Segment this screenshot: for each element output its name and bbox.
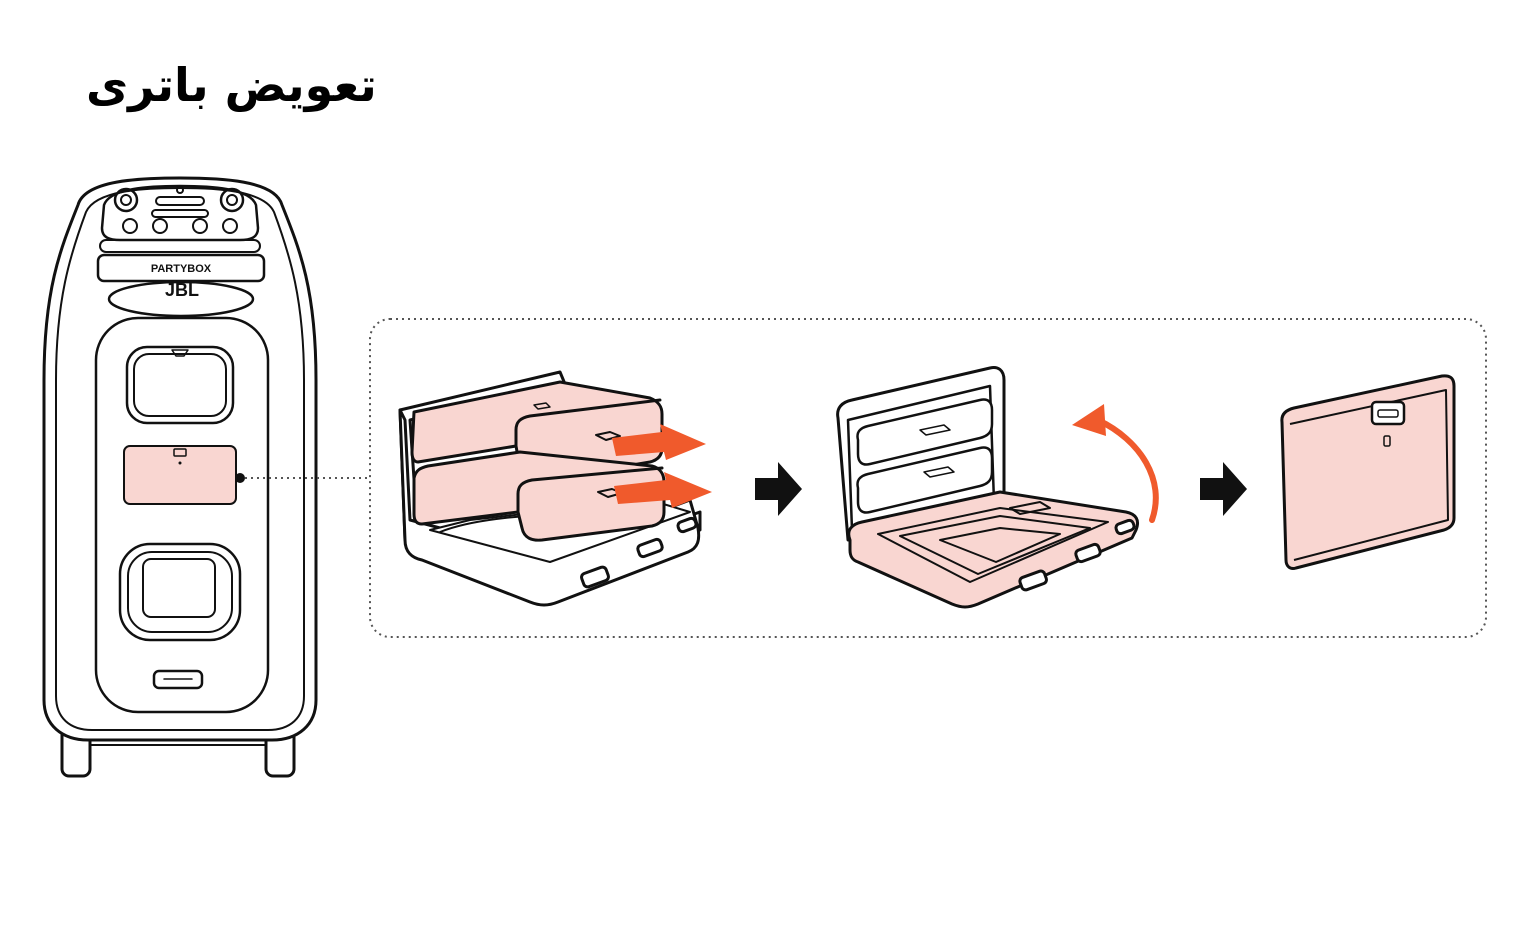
arrow-right-icon bbox=[1200, 462, 1247, 516]
button-4 bbox=[222, 218, 238, 234]
speaker-brand-label: PARTYBOX bbox=[151, 263, 212, 275]
knob-right bbox=[219, 187, 245, 213]
battery-compartment-highlight bbox=[123, 445, 237, 505]
push-arrows-icon bbox=[612, 424, 712, 508]
battery-cover-icon bbox=[1280, 374, 1456, 570]
button-3 bbox=[192, 218, 208, 234]
battery-insert-icon bbox=[398, 370, 702, 607]
callout-dot bbox=[235, 473, 245, 483]
speaker-logo: JBL bbox=[165, 280, 199, 300]
front-panel bbox=[94, 316, 270, 714]
knob-left bbox=[113, 187, 139, 213]
button-1 bbox=[122, 218, 138, 234]
speaker-upper bbox=[125, 345, 235, 425]
speaker-lower bbox=[118, 542, 242, 642]
lid-close-icon bbox=[836, 366, 1140, 609]
page-title: تعویض باتری bbox=[86, 58, 377, 112]
bottom-badge bbox=[152, 669, 204, 690]
speaker-illustration bbox=[42, 176, 318, 778]
rotate-arrow-icon bbox=[1072, 404, 1159, 523]
logo-oval bbox=[107, 280, 255, 318]
button-2 bbox=[152, 218, 168, 234]
arrow-right-icon bbox=[755, 462, 802, 516]
